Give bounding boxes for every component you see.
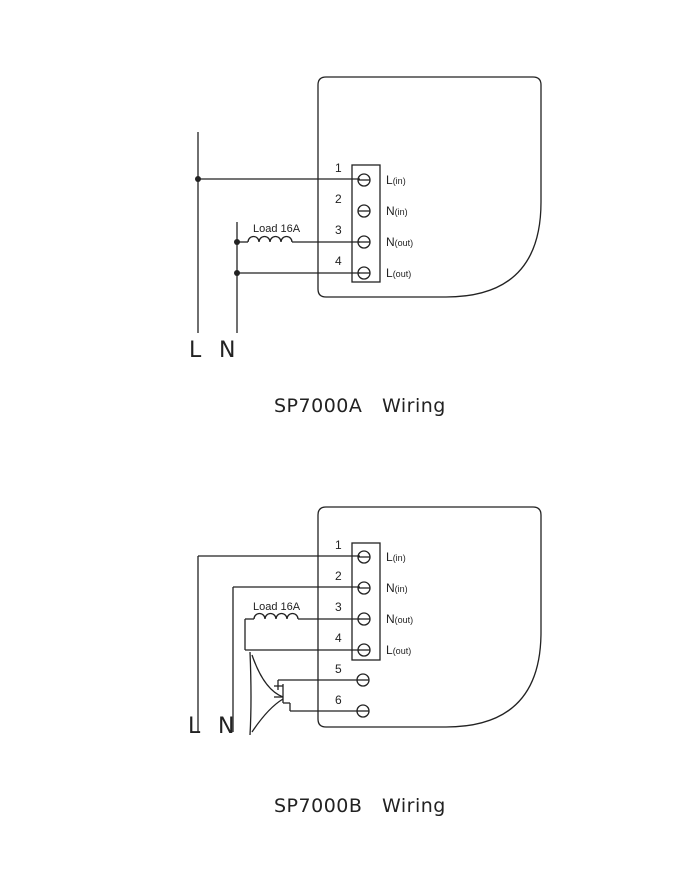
- load-label: Load 16A: [253, 223, 301, 235]
- device-housing-a: [317, 76, 542, 298]
- terminal-number: 4: [335, 254, 342, 268]
- screw-terminal-icon: [356, 704, 370, 718]
- junction-dot: [234, 270, 240, 276]
- terminal-number: 2: [335, 569, 342, 583]
- junction-dot: [234, 239, 240, 245]
- terminal-label: N(out): [386, 235, 413, 249]
- load-label: Load 16A: [253, 601, 301, 613]
- screw-terminal-icon: [357, 204, 371, 218]
- diagram-caption: SP7000A Wiring: [274, 395, 446, 417]
- terminal-label: N(in): [386, 204, 408, 218]
- terminal-block-a: [351, 164, 381, 283]
- line-label: L: [188, 714, 201, 739]
- diagram-b: 1 2 3 4 5 6 L(in) N(in) N(out) L(out): [188, 506, 542, 817]
- screw-terminal-icon: [357, 581, 371, 595]
- terminal-label: L(in): [386, 173, 406, 187]
- screw-terminal-icon: [357, 550, 371, 564]
- terminal-label: L(out): [386, 643, 411, 657]
- terminal-number: 2: [335, 192, 342, 206]
- diagram-a: 1 2 3 4 L(in) N(in) N(out) L(out) Load 1…: [189, 76, 542, 417]
- diagram-caption: SP7000B Wiring: [274, 795, 446, 817]
- terminal-label: N(out): [386, 612, 413, 626]
- terminal-label: N(in): [386, 581, 408, 595]
- junction-dot: [195, 176, 201, 182]
- device-housing-b: [317, 506, 542, 728]
- screw-terminal-icon: [357, 173, 371, 187]
- terminal-number: 6: [335, 693, 342, 707]
- neutral-label: N: [219, 338, 235, 363]
- neutral-label: N: [218, 714, 234, 739]
- terminal-number: 1: [335, 538, 342, 552]
- screw-terminal-icon: [356, 673, 370, 687]
- line-label: L: [189, 338, 202, 363]
- terminal-number: 3: [335, 223, 342, 237]
- terminal-number: 4: [335, 631, 342, 645]
- terminal-block-b: [351, 542, 381, 661]
- terminal-number: 1: [335, 161, 342, 175]
- wires-b: [197, 555, 360, 736]
- terminal-number: 5: [335, 662, 342, 676]
- terminal-label: L(in): [386, 550, 406, 564]
- terminal-label: L(out): [386, 266, 411, 280]
- terminal-number: 3: [335, 600, 342, 614]
